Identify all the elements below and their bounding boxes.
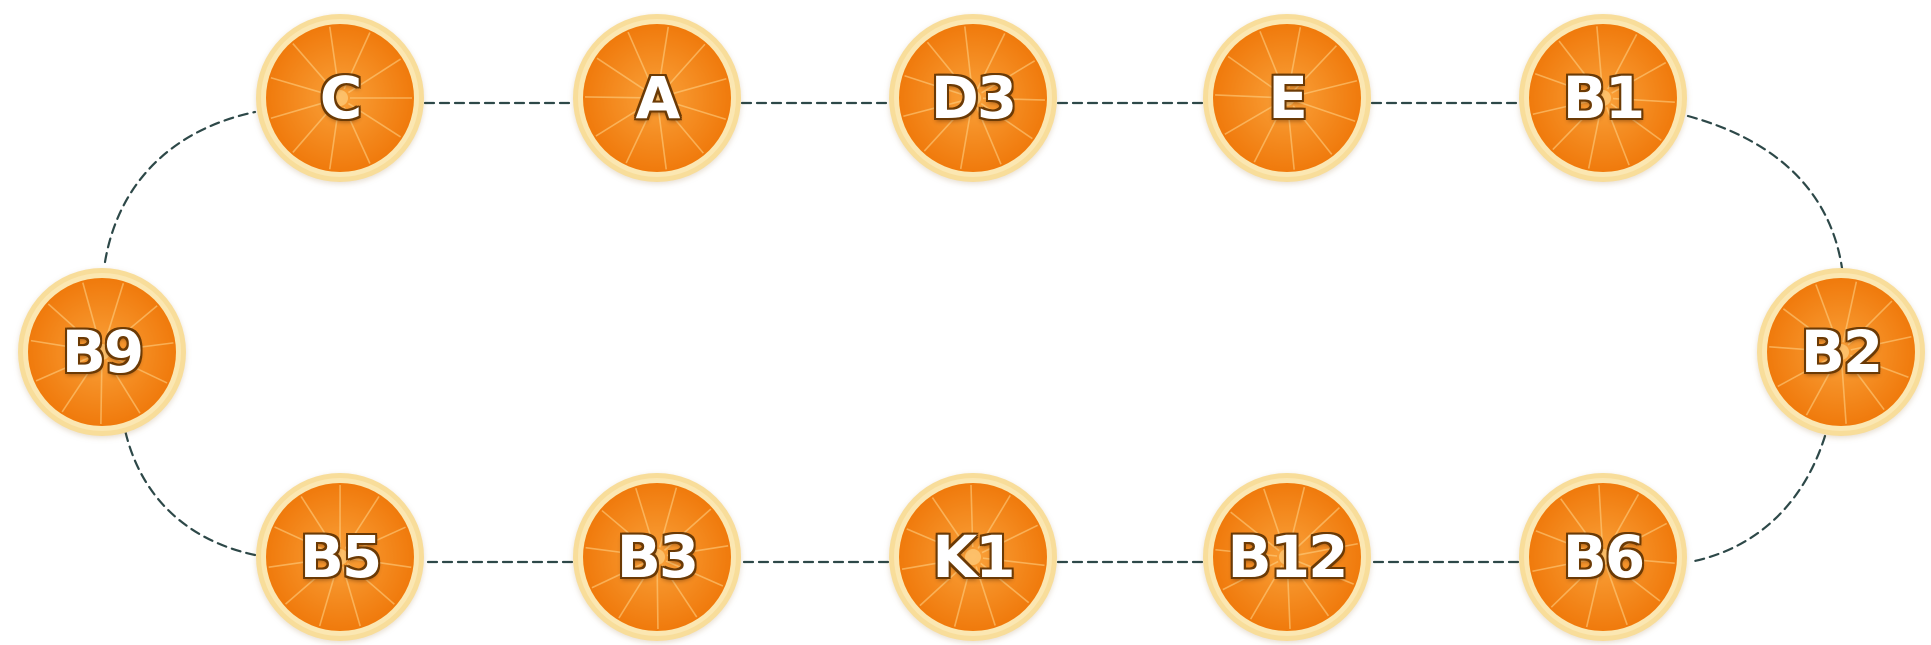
orange-slice-icon [256,473,424,641]
node-b2: B2 [1756,267,1926,437]
node-b9: B9 [17,267,187,437]
node-k1: K1 [888,472,1058,642]
node-b9-label: B9 [61,318,145,386]
node-b2-label: B2 [1800,318,1884,386]
node-b1: B1 [1518,13,1688,183]
node-b3: B3 [572,472,742,642]
orange-slice-icon [1757,268,1925,436]
connector-b5-b9 [123,428,257,557]
node-b5: B5 [255,472,425,642]
node-b5-label: B5 [299,523,383,591]
node-e: E [1202,13,1372,183]
orange-slice-icon [1519,473,1687,641]
node-e-label: E [1268,64,1308,132]
node-c: C [255,13,425,183]
orange-slice-icon [1203,14,1371,182]
orange-slice-icon [256,14,424,182]
node-b3-label: B3 [616,523,700,591]
orange-slice-icon [573,14,741,182]
orange-slice-icon [889,473,1057,641]
node-b1-label: B1 [1562,64,1646,132]
node-d3-label: D3 [930,64,1018,132]
node-a-label: A [635,64,681,132]
node-b12: B12 [1202,472,1372,642]
node-c-label: C [319,64,363,132]
node-a: A [572,13,742,183]
orange-slice-icon [1203,473,1371,641]
orange-slice-icon [1519,14,1687,182]
node-b12-label: B12 [1227,523,1349,591]
node-b6-label: B6 [1562,523,1646,591]
connector-b9-c [103,110,257,264]
connector-b1-b2 [1686,114,1844,270]
connector-b2-b6 [1688,434,1827,564]
node-b6: B6 [1518,472,1688,642]
orange-slice-icon [573,473,741,641]
orange-slice-icon [18,268,186,436]
orange-slice-icon [889,14,1057,182]
node-k1-label: K1 [932,523,1015,591]
node-d3: D3 [888,13,1058,183]
